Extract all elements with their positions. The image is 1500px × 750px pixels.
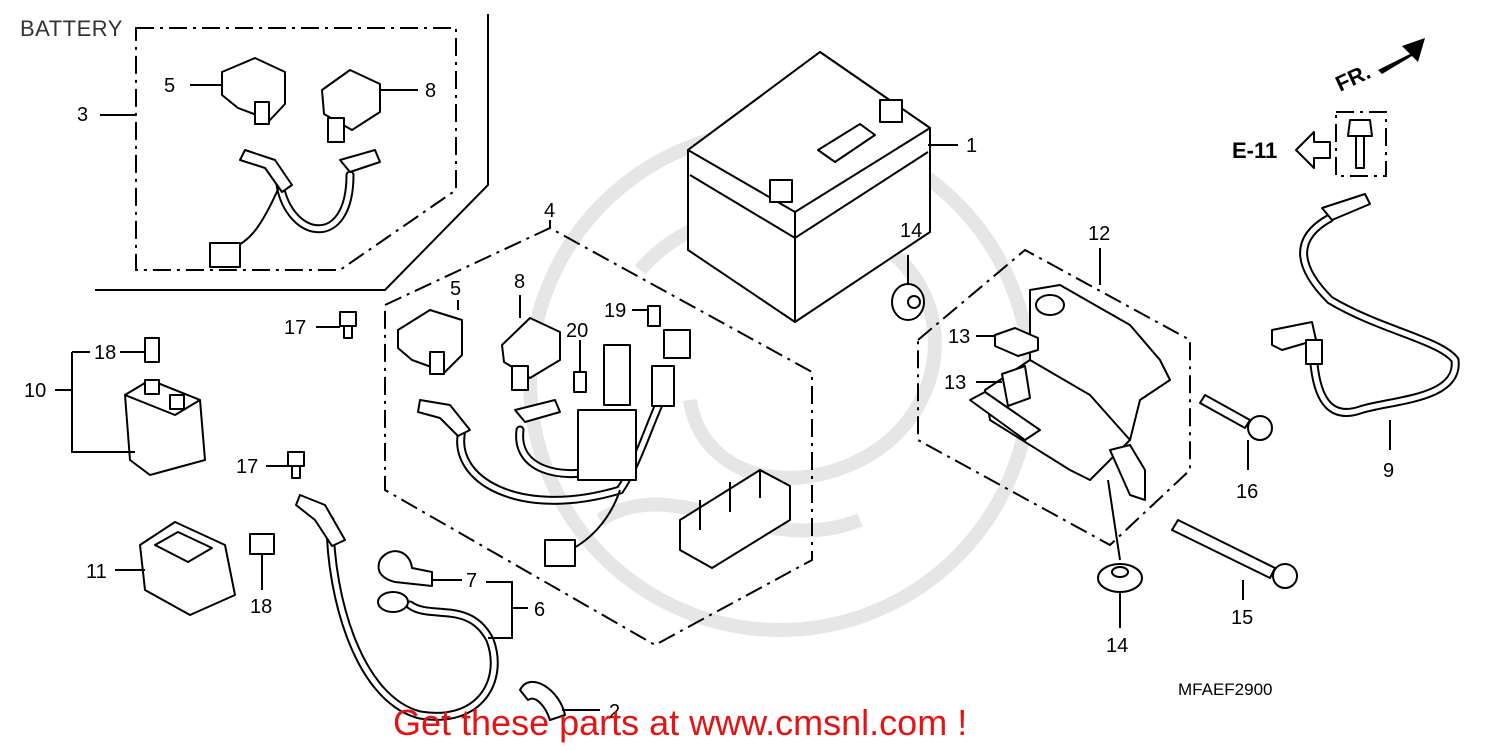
leader-lines	[55, 84, 1391, 711]
bolt-15[interactable]	[1171, 519, 1298, 589]
bolt-17a[interactable]	[339, 311, 357, 339]
callout-17a: 17	[284, 317, 306, 339]
frame-line-top	[95, 14, 489, 291]
sub-harness-3[interactable]	[209, 149, 381, 268]
battery-bracket-12[interactable]	[969, 284, 1171, 501]
callout-7: 7	[466, 570, 477, 592]
callout-2: 2	[609, 701, 620, 723]
callout-19: 19	[604, 300, 626, 322]
callout-5b: 5	[450, 278, 461, 300]
ground-cable-9[interactable]	[1271, 193, 1460, 417]
cable-clamp-2[interactable]	[519, 680, 566, 721]
starter-relay-10[interactable]	[124, 379, 206, 476]
callout-10: 10	[24, 380, 46, 402]
callout-18a: 18	[94, 342, 116, 364]
fuse-19[interactable]	[647, 305, 661, 327]
relay-cover-11[interactable]	[139, 521, 236, 616]
callout-1: 1	[966, 135, 977, 157]
fr-label: FR.	[1332, 59, 1375, 97]
bolt-16[interactable]	[1199, 394, 1273, 441]
callout-16: 16	[1236, 481, 1258, 503]
fuse-18b[interactable]	[249, 533, 275, 555]
fuse-box-connector[interactable]	[679, 469, 791, 569]
cushion-14b[interactable]	[1097, 563, 1143, 593]
fuse-20[interactable]	[573, 371, 587, 393]
group-3-outline	[135, 27, 457, 271]
callout-5a: 5	[164, 75, 175, 97]
bolt-17b[interactable]	[287, 451, 305, 479]
callout-17b: 17	[236, 456, 258, 478]
callout-9: 9	[1383, 460, 1394, 482]
promo-link[interactable]: Get these parts at www.cmsnl.com !	[393, 702, 968, 743]
terminal-cover-8a[interactable]	[321, 69, 381, 143]
terminal-cover-5a[interactable]	[221, 57, 286, 125]
front-arrow-icon	[1378, 38, 1425, 74]
callout-20: 20	[566, 320, 588, 342]
callout-3: 3	[77, 104, 88, 126]
battery-cable-6[interactable]	[295, 494, 499, 721]
fuse-18a[interactable]	[144, 337, 160, 363]
pad-13a[interactable]	[994, 327, 1039, 357]
callout-15: 15	[1231, 607, 1253, 629]
callout-14b: 14	[1106, 635, 1128, 657]
callout-13b: 13	[944, 372, 966, 394]
terminal-cover-5b[interactable]	[397, 309, 463, 375]
callout-11: 11	[86, 561, 107, 583]
ref-label: E-11	[1232, 138, 1277, 163]
callout-8b: 8	[514, 271, 525, 293]
pad-13b[interactable]	[1001, 365, 1031, 407]
callout-6: 6	[534, 599, 545, 621]
diagram-code: MFAEF2900	[1178, 680, 1273, 699]
page-title: BATTERY	[20, 16, 123, 41]
group-12-outline	[917, 248, 1191, 547]
cushion-14a[interactable]	[891, 283, 925, 321]
callout-4: 4	[544, 200, 555, 222]
ref-arrow-icon	[1295, 131, 1331, 169]
bolt-ref-outline	[1335, 111, 1387, 177]
terminal-boot-7[interactable]	[377, 550, 433, 587]
bolt-ref-9[interactable]	[1347, 119, 1373, 169]
callout-8a: 8	[425, 80, 436, 102]
callout-13a: 13	[948, 326, 970, 348]
callout-12: 12	[1088, 223, 1110, 245]
callout-18b: 18	[250, 596, 272, 618]
terminal-cover-8b[interactable]	[501, 317, 561, 391]
callout-14a: 14	[900, 220, 922, 242]
battery[interactable]	[687, 51, 931, 323]
main-harness-4[interactable]	[417, 329, 691, 567]
